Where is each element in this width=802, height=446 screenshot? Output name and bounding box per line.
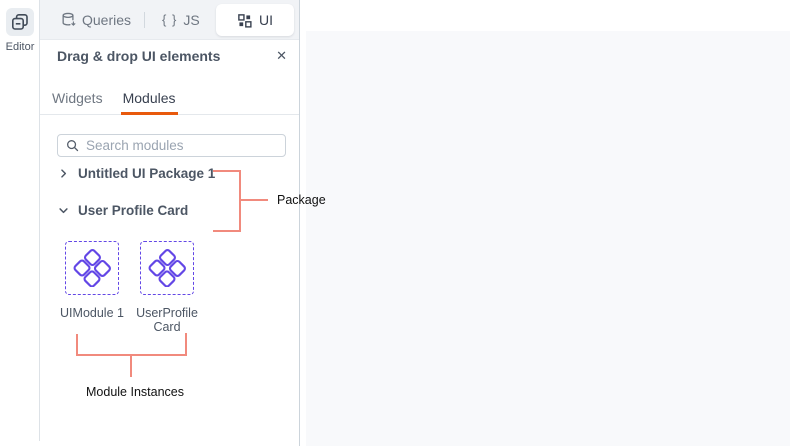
tab-modules[interactable]: Modules	[120, 82, 178, 115]
module-instances-annotation-label: Module Instances	[86, 385, 184, 399]
panel-header: Drag & drop UI elements ✕	[40, 40, 299, 72]
package-bracket-line	[213, 170, 241, 172]
search-box	[57, 134, 286, 157]
editor-pages-icon	[11, 13, 29, 31]
tree-item-untitled-ui-package[interactable]: Untitled UI Package 1	[57, 166, 215, 181]
module-diamonds-icon	[73, 249, 111, 287]
js-tab-label: JS	[183, 11, 200, 28]
module-diamonds-icon	[148, 249, 186, 287]
module-card-label: UserProfileCard	[136, 306, 198, 334]
chevron-down-icon	[57, 205, 69, 216]
package-annotation-label: Package	[277, 193, 326, 207]
tab-ui[interactable]: UI	[216, 4, 294, 36]
grid-layout-icon	[237, 13, 252, 28]
tree-item-label: Untitled UI Package 1	[78, 166, 216, 181]
tree-item-user-profile-card[interactable]: User Profile Card	[57, 203, 188, 218]
tab-widgets[interactable]: Widgets	[52, 90, 103, 106]
left-rail: Editor	[0, 0, 40, 441]
module-card-userprofilecard[interactable]	[140, 241, 194, 295]
module-instances-bracket-line	[185, 333, 187, 356]
editor-button[interactable]	[6, 8, 34, 36]
close-icon[interactable]: ✕	[276, 48, 287, 63]
panel-title: Drag & drop UI elements	[57, 48, 221, 64]
module-card-label: UIModule 1	[60, 306, 124, 320]
panel-tabs: Widgets Modules	[40, 82, 299, 115]
tree-item-label: User Profile Card	[78, 203, 189, 218]
package-bracket-line	[213, 230, 241, 232]
ui-tab-label: UI	[259, 12, 273, 28]
search-input[interactable]	[86, 138, 271, 153]
search-icon	[66, 139, 79, 152]
queries-tab-label: Queries	[82, 11, 132, 28]
app-canvas[interactable]	[306, 31, 790, 446]
ui-elements-panel: Queries { } JS UI Dr	[40, 0, 300, 446]
tab-queries[interactable]: Queries	[61, 12, 131, 28]
braces-icon: { }	[162, 12, 178, 27]
editor-label: Editor	[5, 41, 35, 53]
chevron-right-icon	[57, 168, 69, 179]
package-bracket-line	[239, 170, 241, 232]
module-card-uimodule1[interactable]	[65, 241, 119, 295]
database-icon	[61, 12, 76, 27]
segment-divider	[144, 11, 146, 28]
module-instances-bracket-line	[76, 334, 78, 356]
tab-js[interactable]: { } JS	[162, 12, 200, 28]
editor-mode-segmented-control: Queries { } JS UI	[40, 0, 299, 40]
package-bracket-line	[241, 199, 268, 201]
module-instances-bracket-line	[130, 354, 132, 377]
